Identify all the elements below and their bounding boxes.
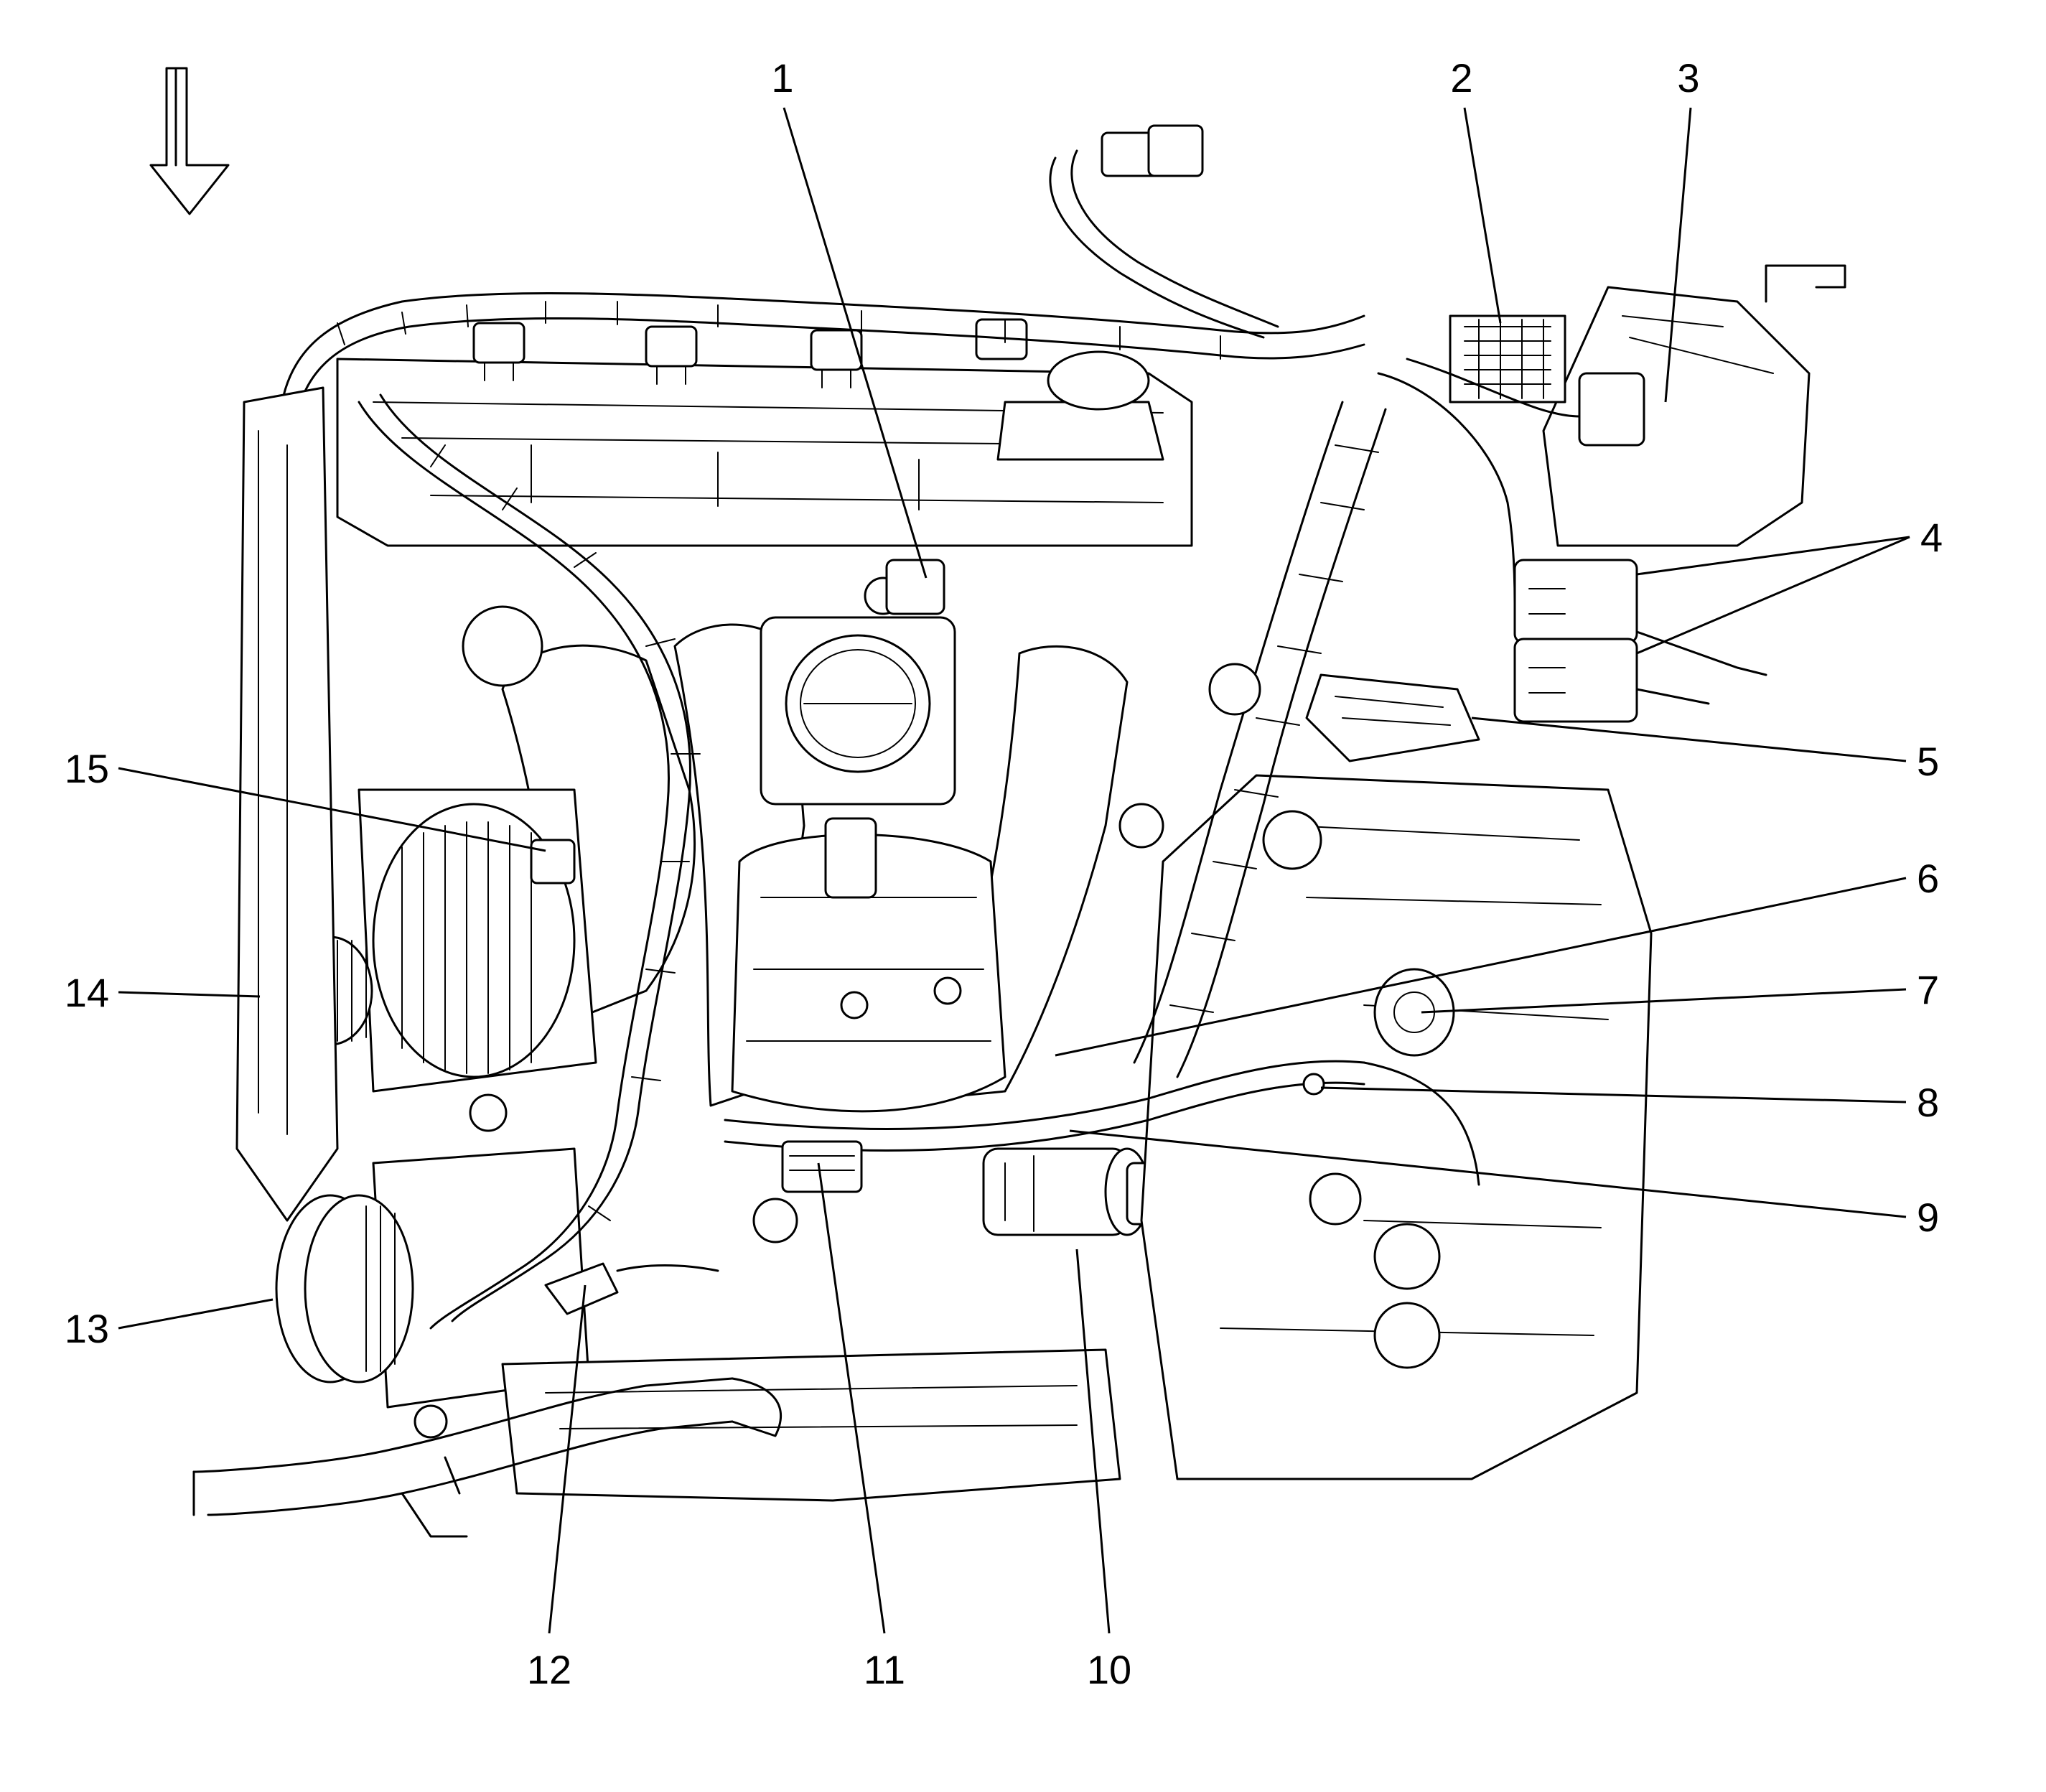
leader-4a bbox=[1636, 536, 1910, 576]
leader-8 bbox=[1320, 1086, 1907, 1103]
transaxle bbox=[1140, 774, 1653, 1480]
main-wiring-harness bbox=[724, 358, 1581, 1186]
leader-7 bbox=[1421, 988, 1907, 1014]
engine-illustration bbox=[192, 124, 1846, 1538]
leader-lines bbox=[118, 107, 1910, 1634]
callout-4: 4 bbox=[1920, 515, 1943, 560]
callout-10: 10 bbox=[1087, 1647, 1131, 1692]
transmission-module bbox=[1305, 673, 1480, 762]
leader-3 bbox=[1664, 107, 1692, 403]
callout-15: 15 bbox=[65, 746, 109, 791]
callout-5: 5 bbox=[1917, 739, 1939, 784]
leader-4b bbox=[1636, 536, 1910, 655]
callout-labels: 1 2 3 4 5 6 7 8 9 10 11 12 13 14 15 bbox=[65, 55, 1943, 1692]
leader-13 bbox=[118, 1298, 274, 1330]
throttle-actuator-connector bbox=[885, 559, 945, 615]
timing-cover bbox=[235, 386, 339, 1222]
callout-9: 9 bbox=[1917, 1195, 1939, 1240]
valve-cover bbox=[336, 350, 1193, 547]
down-arrow-icon bbox=[149, 67, 230, 215]
leader-11 bbox=[817, 1162, 886, 1634]
leader-14 bbox=[118, 991, 261, 998]
callout-2: 2 bbox=[1450, 55, 1472, 101]
callout-3: 3 bbox=[1677, 55, 1699, 101]
leader-2 bbox=[1463, 107, 1502, 324]
callout-1: 1 bbox=[771, 55, 793, 101]
harness-connectors bbox=[1513, 559, 1767, 723]
upper-wiring-harness bbox=[279, 124, 1365, 432]
o2-sensor-connector bbox=[544, 1262, 719, 1315]
leader-1 bbox=[783, 107, 928, 579]
callout-14: 14 bbox=[65, 970, 109, 1015]
alternator-connector bbox=[530, 839, 576, 885]
left-wiring-harness bbox=[358, 393, 701, 1330]
ac-hose bbox=[192, 1377, 782, 1538]
throttle-body bbox=[760, 577, 956, 899]
leader-6 bbox=[1055, 877, 1907, 1057]
callout-7: 7 bbox=[1917, 967, 1939, 1012]
ignition-coil-connectors bbox=[472, 318, 1028, 388]
ecm-bracket bbox=[1449, 264, 1846, 547]
leader-5 bbox=[1471, 717, 1907, 762]
callout-13: 13 bbox=[65, 1306, 109, 1351]
ac-compressor bbox=[275, 1147, 590, 1409]
oil-pan bbox=[501, 1348, 1121, 1502]
leader-9 bbox=[1069, 1129, 1907, 1218]
callout-12: 12 bbox=[527, 1647, 571, 1692]
callout-8: 8 bbox=[1917, 1080, 1939, 1125]
callout-11: 11 bbox=[864, 1647, 905, 1692]
leader-12 bbox=[548, 1284, 587, 1634]
callout-6: 6 bbox=[1917, 856, 1939, 901]
leader-10 bbox=[1075, 1249, 1111, 1634]
leader-15 bbox=[118, 767, 546, 852]
fastener-details bbox=[414, 605, 1325, 1439]
